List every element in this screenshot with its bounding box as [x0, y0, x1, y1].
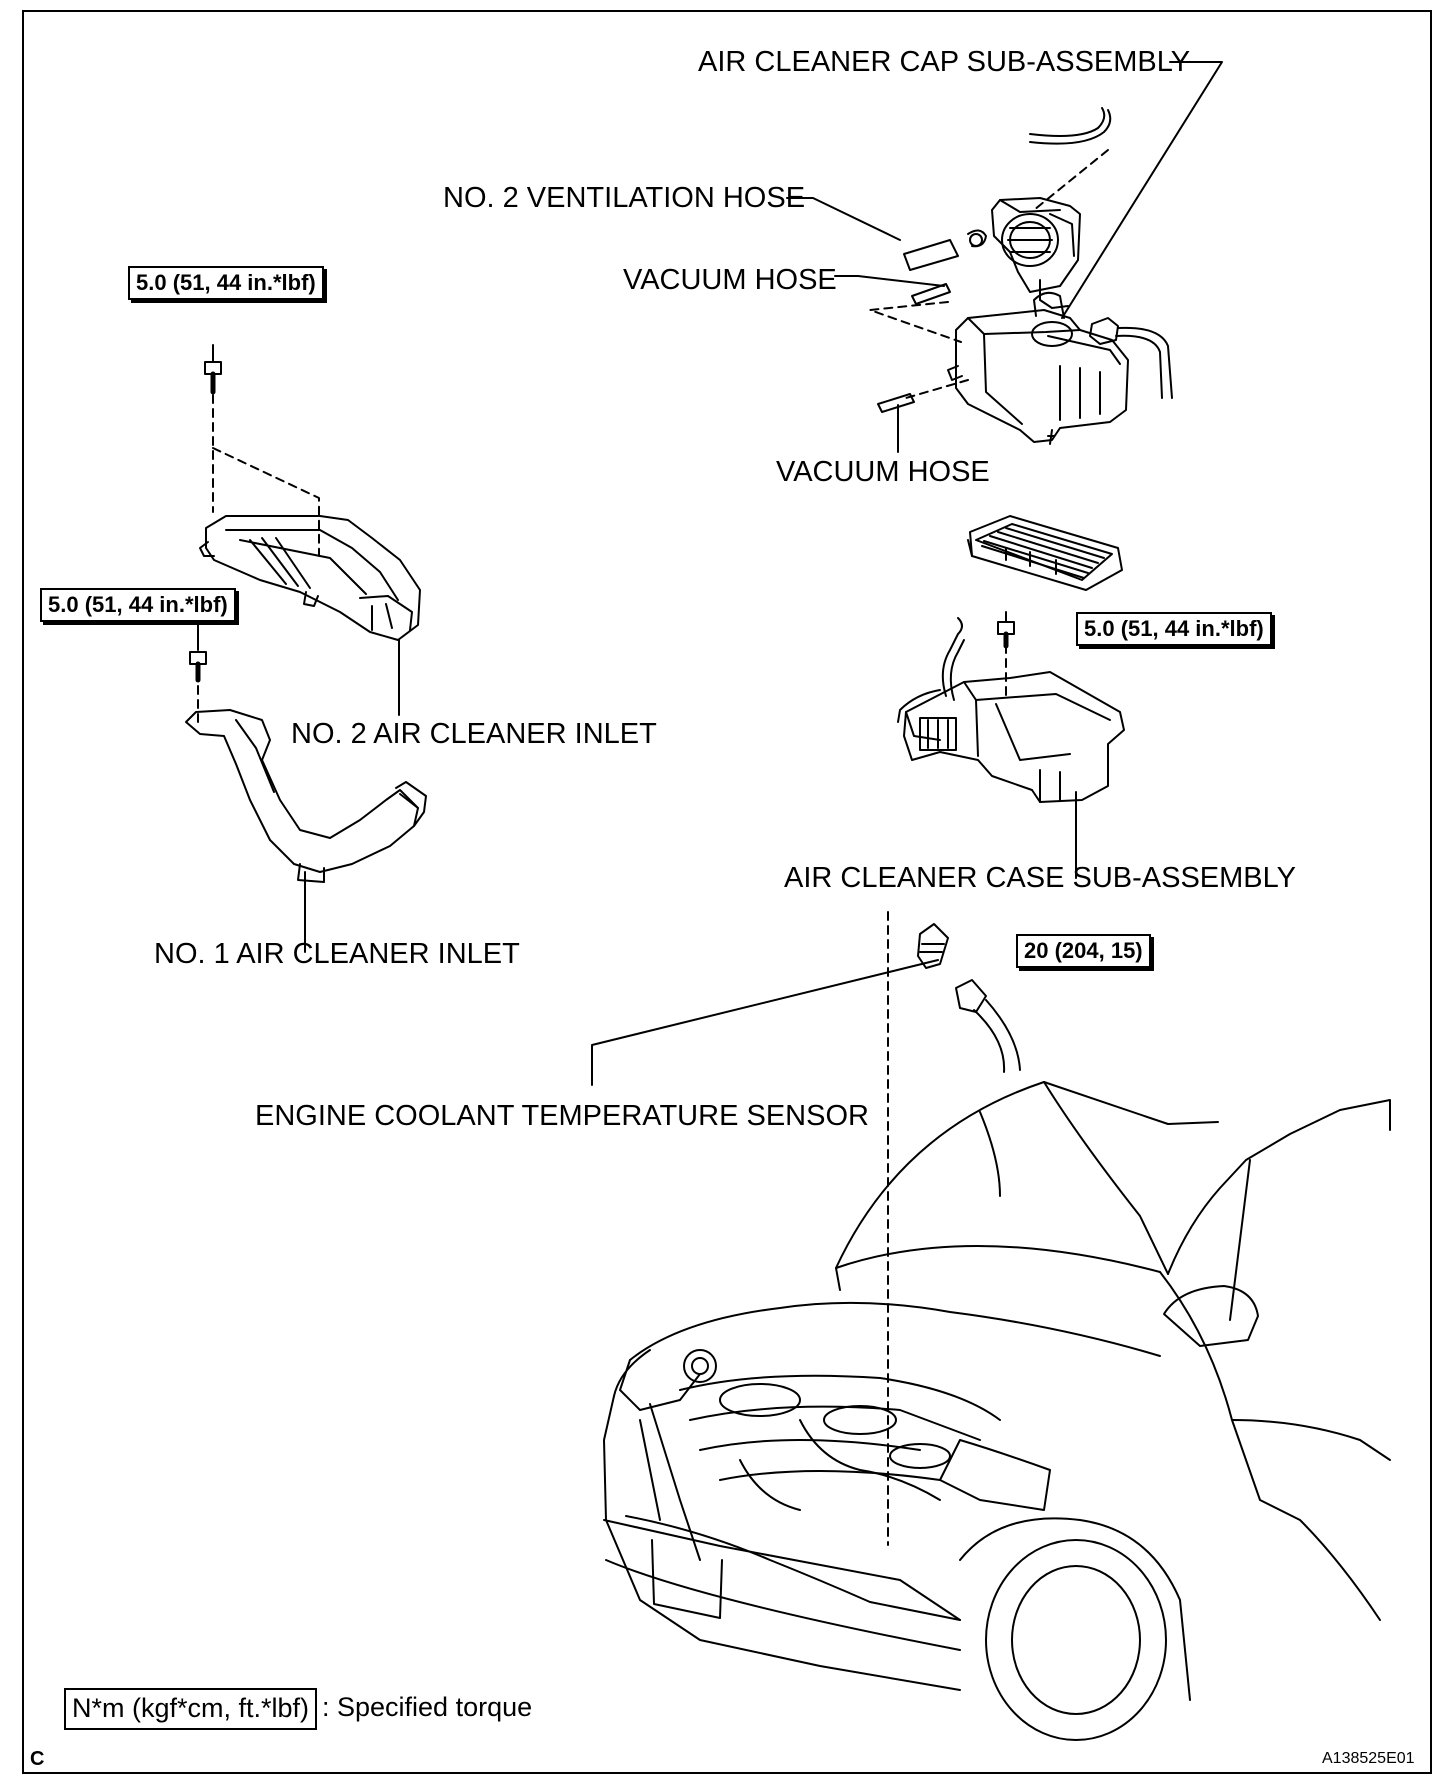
bolt-icon [189, 624, 207, 683]
sensor-connector-wire [1089, 317, 1173, 399]
legend-description: : Specified torque [322, 1692, 533, 1722]
torque-spec-no2-inlet-bolt: 5.0 (51, 44 in.*lbf) [128, 266, 324, 301]
vehicle-icon [603, 1081, 1391, 1741]
label-air-cleaner-case: AIR CLEANER CASE SUB-ASSEMBLY [784, 862, 1296, 894]
air-filter-icon [967, 515, 1123, 591]
air-cleaner-lid [947, 291, 1129, 445]
torque-spec-ect-sensor: 20 (204, 15) [1016, 934, 1151, 969]
sensor-icon [917, 923, 1021, 1073]
bolt-icon [204, 344, 222, 395]
label-vacuum-hose-upper: VACUUM HOSE [623, 264, 837, 296]
air-cleaner-cap [991, 197, 1081, 309]
no2-air-cleaner-inlet [199, 515, 421, 641]
vacuum-hose [877, 393, 915, 413]
diagram-frame [22, 10, 1432, 1774]
label-ventilation-hose: NO. 2 VENTILATION HOSE [443, 182, 806, 214]
torque-spec-case-bolt: 5.0 (51, 44 in.*lbf) [1076, 612, 1272, 647]
vacuum-hose [911, 283, 951, 305]
assembly-dashed-lines [197, 149, 1109, 1546]
leader-lines [304, 61, 1223, 1086]
ventilation-hose [903, 229, 987, 271]
no1-air-cleaner-inlet [185, 709, 427, 883]
legend-unit-box: N*m (kgf*cm, ft.*lbf) [64, 1688, 318, 1730]
label-air-cleaner-cap: AIR CLEANER CAP SUB-ASSEMBLY [698, 46, 1191, 78]
label-no2-air-cleaner-inlet: NO. 2 AIR CLEANER INLET [291, 718, 657, 750]
bolt-icon [997, 611, 1015, 649]
figure-id: A138525E01 [1322, 1750, 1415, 1767]
hose-icon [1029, 107, 1112, 145]
label-engine-coolant-temperature-sensor: ENGINE COOLANT TEMPERATURE SENSOR [255, 1100, 869, 1132]
corner-letter: C [30, 1748, 45, 1770]
air-cleaner-case [897, 617, 1125, 803]
label-no1-air-cleaner-inlet: NO. 1 AIR CLEANER INLET [154, 938, 520, 970]
label-vacuum-hose-lower: VACUUM HOSE [776, 456, 990, 488]
torque-spec-no1-inlet-bolt: 5.0 (51, 44 in.*lbf) [40, 588, 236, 623]
